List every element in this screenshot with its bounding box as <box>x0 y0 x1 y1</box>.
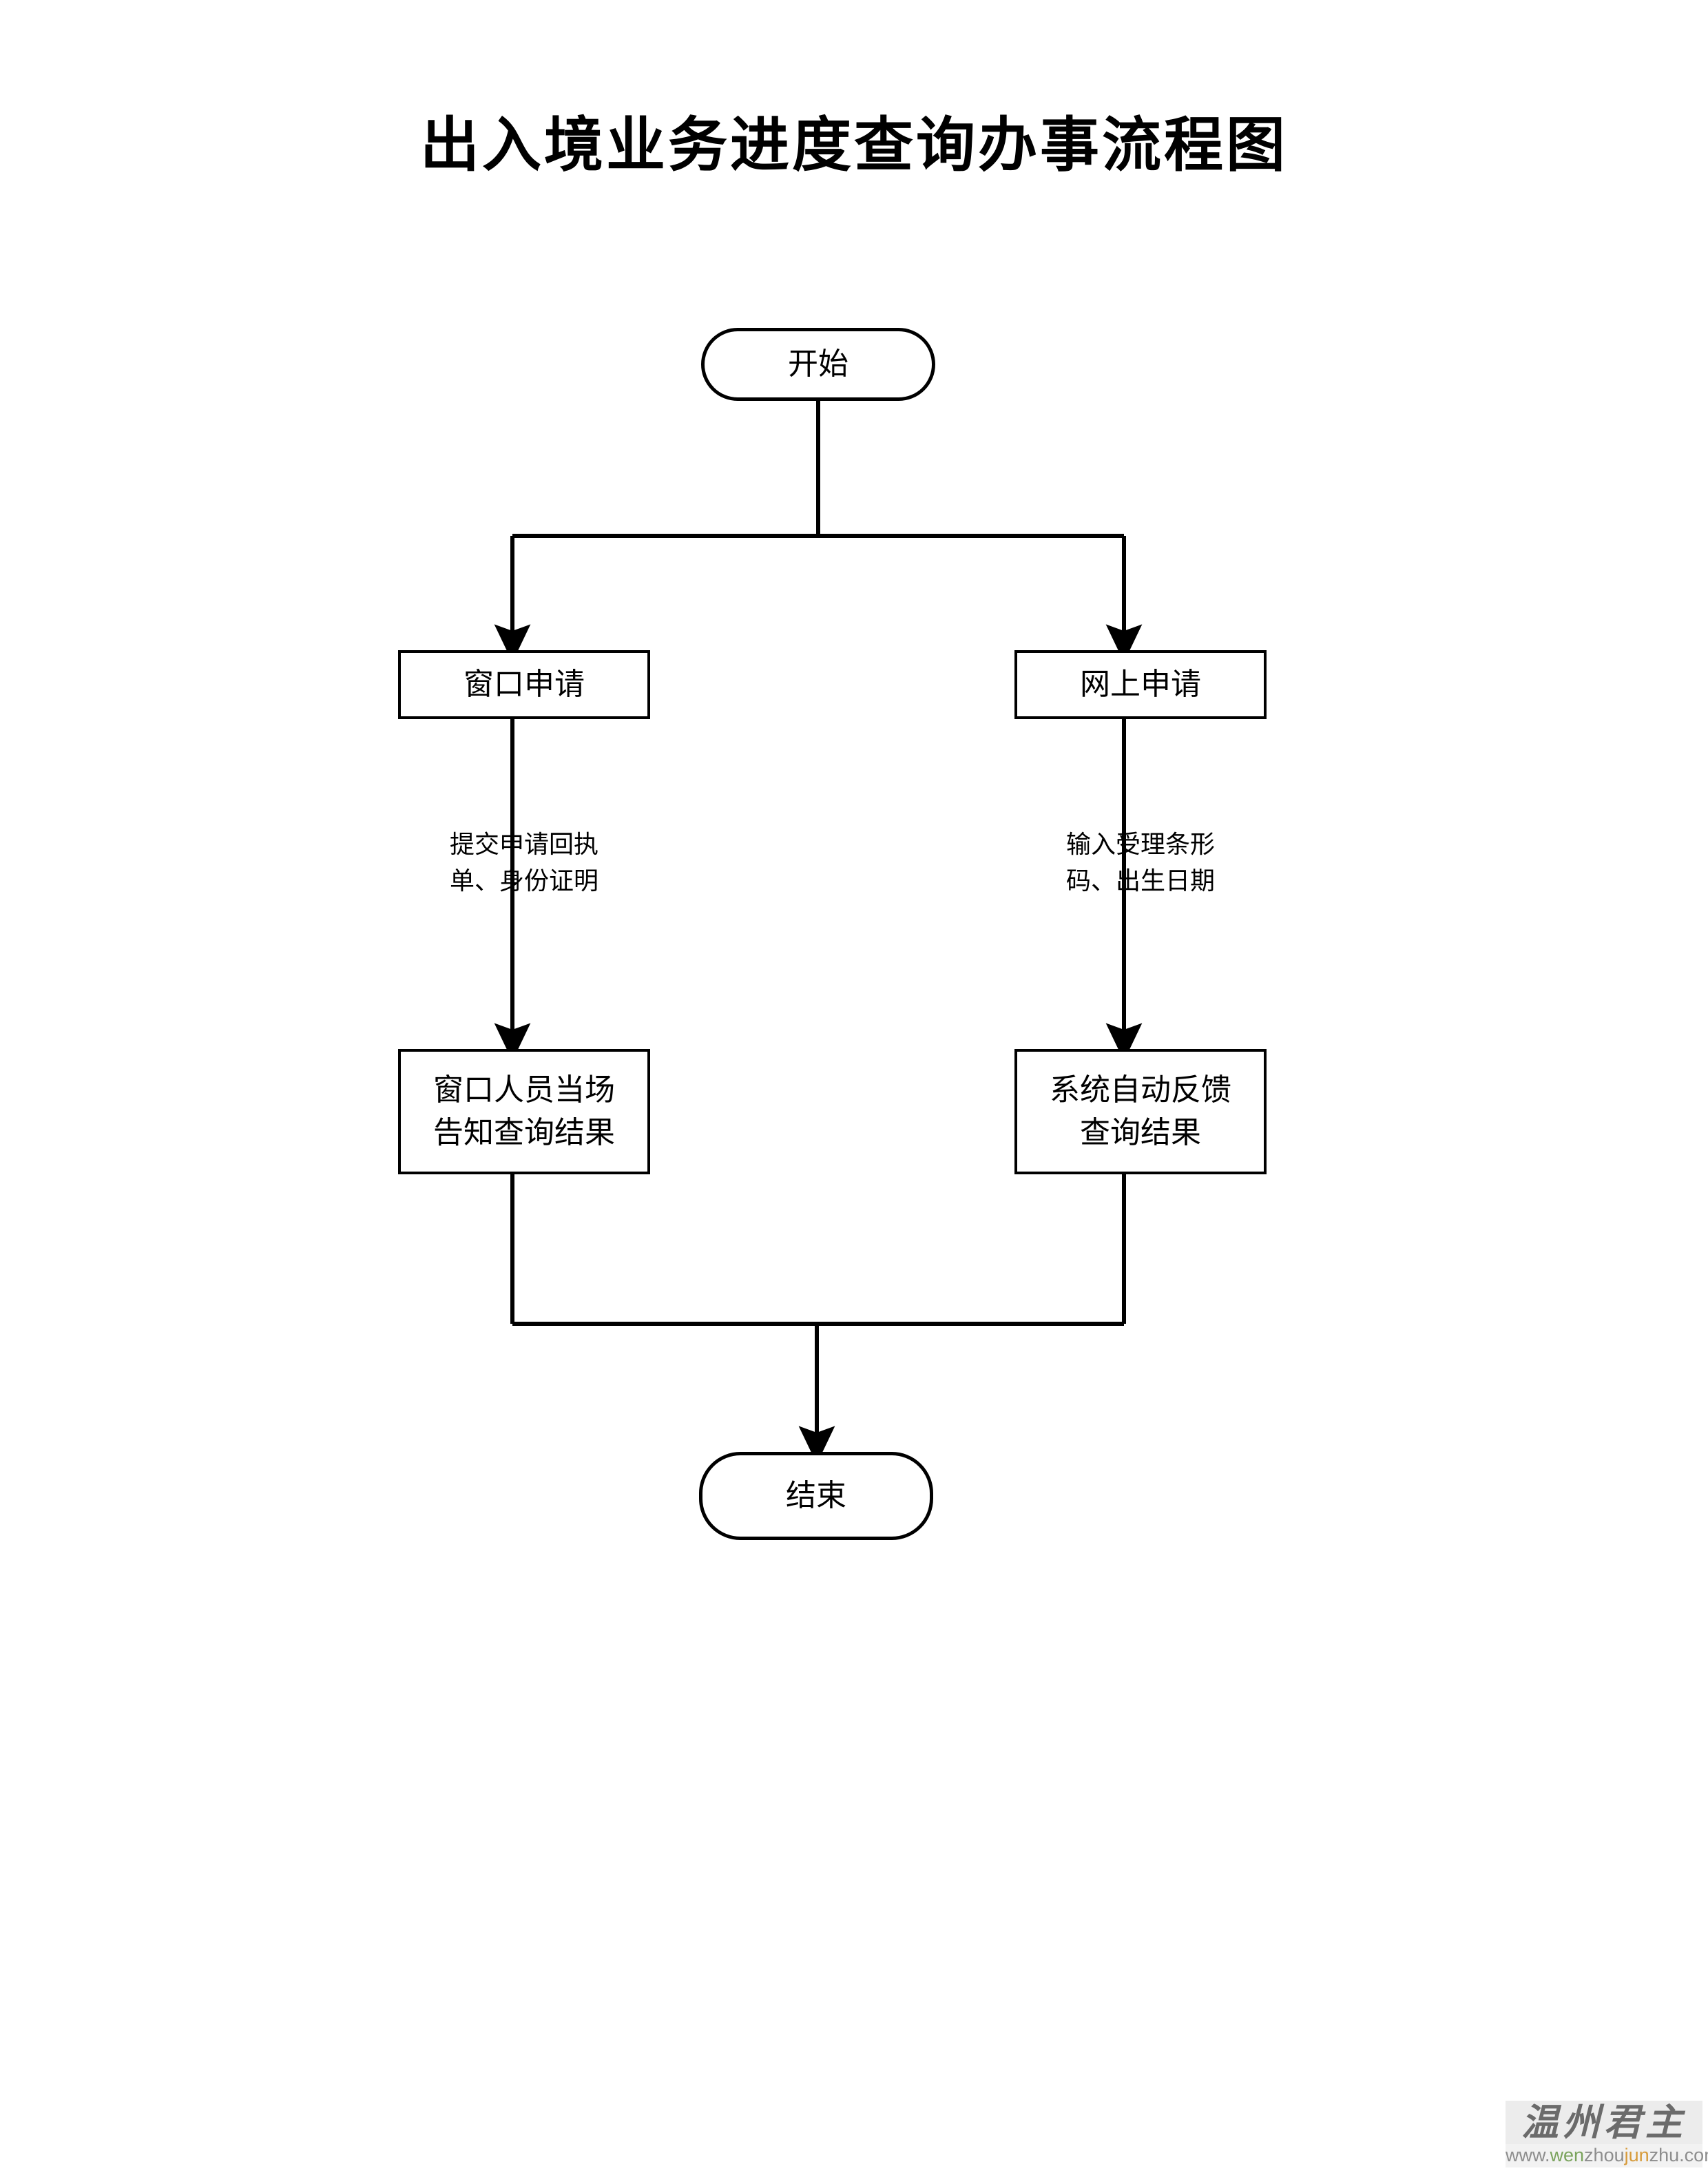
watermark-url-zhou: zhou <box>1584 2145 1625 2166</box>
watermark-url-suffix: zhu.com <box>1649 2145 1708 2166</box>
watermark-url-jun: jun <box>1624 2145 1649 2166</box>
watermark: 温州君主 www.wenzhoujunzhu.com <box>1506 2100 1708 2167</box>
page-title: 出入境业务进度查询办事流程图 <box>420 112 1288 178</box>
flow-node-start[interactable]: 开始 <box>701 328 935 401</box>
watermark-text: 温州君主 <box>1506 2100 1702 2145</box>
edge-label-online-branch: 输入受理条形 码、出生日期 <box>1065 831 1215 895</box>
flow-node-online-apply[interactable]: 网上申请 <box>1014 650 1267 719</box>
flow-node-system-result[interactable]: 系统自动反馈 查询结果 <box>1014 1049 1267 1174</box>
watermark-url-prefix: www. <box>1506 2145 1550 2166</box>
flow-node-window-result[interactable]: 窗口人员当场 告知查询结果 <box>398 1049 650 1174</box>
watermark-url-wen: wen <box>1550 2145 1585 2166</box>
flow-node-window-apply[interactable]: 窗口申请 <box>398 650 650 719</box>
watermark-url: www.wenzhoujunzhu.com <box>1506 2144 1708 2167</box>
flow-node-end[interactable]: 结束 <box>699 1452 933 1540</box>
edge-label-window-branch: 提交申请回执 单、身份证明 <box>449 831 598 895</box>
